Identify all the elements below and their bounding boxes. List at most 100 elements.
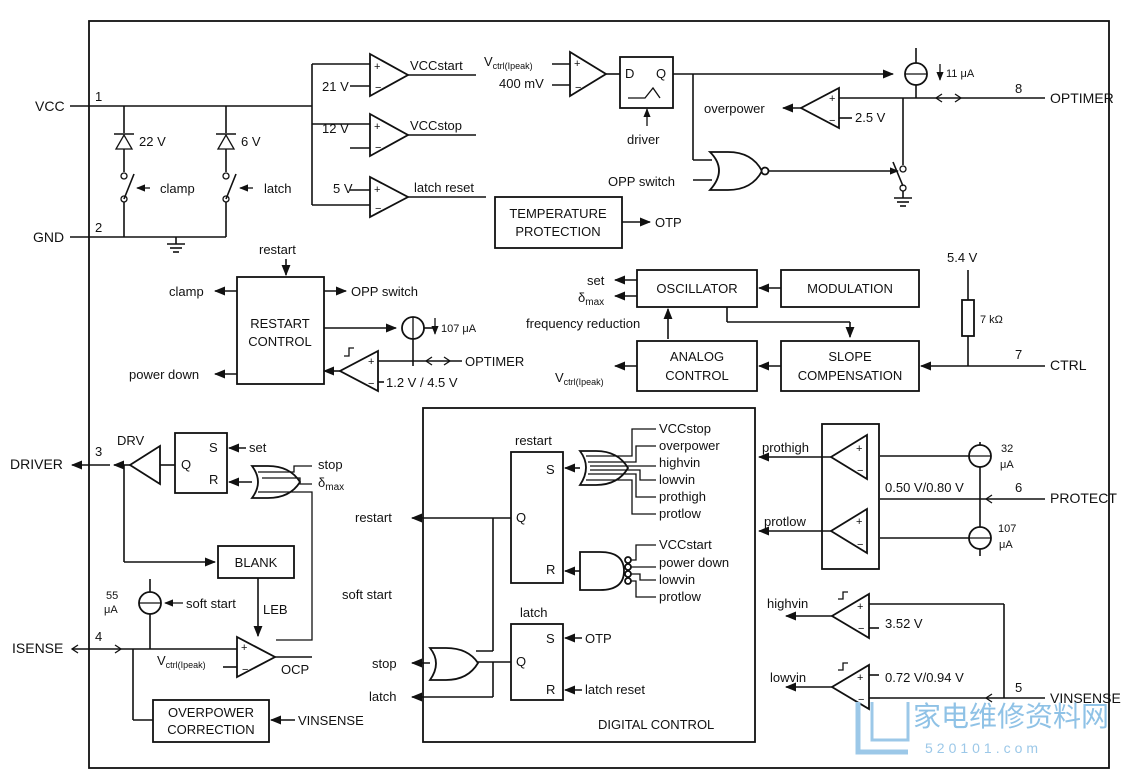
pin-gnd: GND 2	[33, 220, 226, 245]
driver-buffer: DRV	[112, 433, 217, 567]
opp-switch-out-label: OPP switch	[351, 284, 418, 299]
protlow-label: protlow	[764, 514, 807, 529]
zener-22v: 22 V	[114, 106, 166, 172]
d-flipflop: D Q driver	[619, 56, 895, 161]
opc-vinsense-label: VINSENSE	[298, 713, 364, 728]
opp-nor-gate: OPP switch	[608, 151, 891, 191]
comp-5v-ref: 5 V	[333, 181, 353, 196]
pin-driver-label: DRIVER	[10, 456, 63, 472]
svg-text:−: −	[857, 539, 863, 551]
clamp-out-label: clamp	[169, 284, 204, 299]
analog-control-block: ANALOG CONTROL Vctrl(Ipeak)	[555, 340, 758, 392]
ic-border	[88, 20, 1110, 769]
svg-text:−: −	[375, 82, 381, 94]
pin-vinsense-label: VINSENSE	[1050, 690, 1121, 706]
svg-text:R: R	[209, 472, 218, 487]
svg-text:−: −	[575, 82, 581, 94]
soft-start-out-label: soft start	[342, 587, 392, 602]
switch-clamp: clamp	[120, 172, 195, 237]
current-11ua: 11 μA	[946, 68, 975, 80]
svg-text:−: −	[368, 378, 374, 390]
ctrl-resistor: 5.4 V 7 kΩ	[947, 250, 1003, 366]
current-55-num: 55	[106, 590, 118, 602]
pin-optimer-label: OPTIMER	[1050, 90, 1114, 106]
overpower-correction-block: OVERPOWER CORRECTION VINSENSE	[132, 649, 364, 743]
ground-symbol	[167, 237, 185, 253]
watermark: 家电维修资料网 520101.com	[855, 701, 1109, 756]
watermark-url: 520101.com	[925, 740, 1042, 756]
svg-text:μA: μA	[999, 539, 1013, 551]
vctrl-ref: 400 mV	[499, 76, 544, 91]
restart-optimer-label: OPTIMER	[465, 354, 524, 369]
latch-reset-label: latch reset	[585, 682, 645, 697]
pin-ctrl: CTRL 7	[919, 347, 1087, 373]
svg-text:R: R	[546, 682, 555, 697]
svg-text:TEMPERATURE: TEMPERATURE	[509, 206, 607, 221]
svg-text:CONTROL: CONTROL	[248, 334, 312, 349]
ocp-comparator: +− Vctrl(Ipeak) OCP	[150, 635, 312, 679]
svg-text:−: −	[375, 203, 381, 215]
oscillator-block: OSCILLATOR set δmax	[578, 269, 758, 308]
svg-text:BLANK: BLANK	[235, 555, 278, 570]
svg-text:+: +	[857, 672, 863, 684]
highvin-label: highvin	[767, 596, 808, 611]
modulation-block: MODULATION	[757, 269, 920, 308]
svg-text:+: +	[856, 443, 862, 455]
prothigh-label: prothigh	[762, 440, 809, 455]
drv-label: DRV	[117, 433, 145, 448]
or-dmax-label: δmax	[318, 475, 344, 493]
svg-text:+: +	[374, 121, 380, 133]
svg-text:CONTROL: CONTROL	[665, 368, 729, 383]
slope-compensation-block: SLOPE COMPENSATION	[757, 340, 920, 392]
vinsense-comparators: +− highvin 3.52 V +− lowvin 0.72 V/0.94 …	[767, 591, 1005, 711]
svg-text:protlow: protlow	[659, 589, 702, 604]
pin-vcc: VCC 1	[35, 89, 312, 114]
svg-text:OVERPOWER: OVERPOWER	[168, 705, 254, 720]
svg-text:prothigh: prothigh	[659, 489, 706, 504]
pin-vinsense: VINSENSE 5	[880, 680, 1121, 706]
driver-label: driver	[627, 132, 660, 147]
restart-comparator: +− OPTIMER 1.2 V / 4.5 V	[322, 347, 524, 393]
svg-text:+: +	[829, 93, 835, 105]
freq-reduction: frequency reduction	[526, 307, 855, 339]
latch-out-label: latch	[369, 689, 396, 704]
svg-text:CORRECTION: CORRECTION	[167, 722, 254, 737]
temperature-protection: TEMPERATURE PROTECTION OTP	[494, 196, 682, 249]
svg-text:protlow: protlow	[659, 506, 702, 521]
switch-latch: latch	[222, 172, 291, 237]
pin-protect-label: PROTECT	[1050, 490, 1117, 506]
svg-text:D: D	[625, 66, 634, 81]
svg-text:power down: power down	[659, 555, 729, 570]
comp-12v-ref: 12 V	[322, 121, 349, 136]
protect-ref: 0.50 V/0.80 V	[885, 480, 964, 495]
restart-out-label: restart	[355, 510, 392, 525]
res-volt-label: 5.4 V	[947, 250, 978, 265]
svg-text:S: S	[546, 462, 555, 477]
svg-text:lowvin: lowvin	[659, 472, 695, 487]
svg-text:VCCstart: VCCstart	[659, 537, 712, 552]
svg-text:S: S	[546, 631, 555, 646]
pin-vcc-num: 1	[95, 89, 102, 104]
svg-text:−: −	[858, 623, 864, 635]
lowvin-ref: 0.72 V/0.94 V	[885, 670, 964, 685]
pin-protect: PROTECT 6	[880, 480, 1117, 506]
pin-isense: ISENSE 4	[12, 629, 150, 656]
svg-text:−: −	[858, 694, 864, 706]
restart-in-label: restart	[259, 242, 296, 257]
optimer-switch	[889, 98, 912, 207]
opp-ref: 2.5 V	[855, 110, 886, 125]
svg-text:Q: Q	[181, 457, 191, 472]
svg-text:frequency reduction: frequency reduction	[526, 316, 640, 331]
svg-text:+: +	[374, 184, 380, 196]
switch-latch-label: latch	[264, 181, 291, 196]
svg-text:107: 107	[998, 523, 1016, 535]
ocp-label: OCP	[281, 662, 309, 677]
stop-out-label: stop	[372, 656, 397, 671]
highvin-ref: 3.52 V	[885, 616, 923, 631]
svg-text:+: +	[574, 58, 580, 70]
watermark-text: 家电维修资料网	[913, 701, 1109, 732]
pin-vinsense-num: 5	[1015, 680, 1022, 695]
softstart-current-source: 55 μA soft start	[104, 579, 236, 649]
sr-set-label: set	[249, 440, 267, 455]
